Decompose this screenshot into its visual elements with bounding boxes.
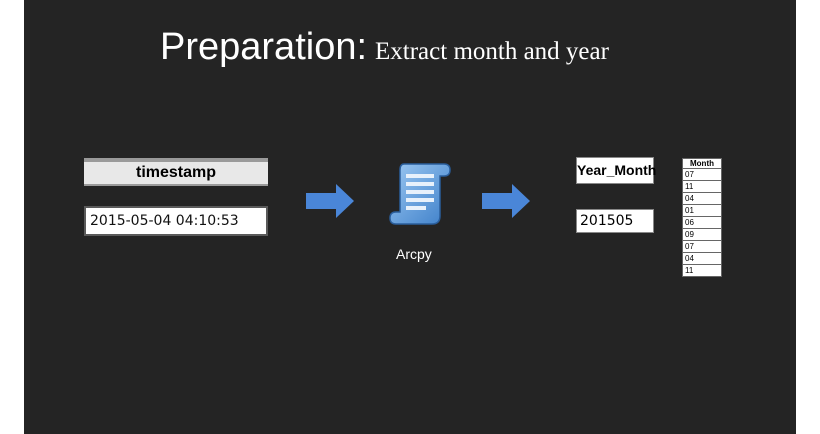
table-row: 09: [682, 228, 722, 241]
month-cell: 11: [682, 180, 722, 193]
title-subtitle: Extract month and year: [375, 38, 609, 65]
timestamp-value-field: 2015-05-04 04:10:53: [84, 206, 268, 236]
table-row: 01: [682, 204, 722, 217]
month-column-header: Month: [682, 158, 722, 169]
year-month-header: Year_Month: [576, 157, 656, 184]
script-scroll-icon: [389, 163, 451, 225]
month-cell: 09: [682, 228, 722, 241]
table-row: 11: [682, 180, 722, 193]
month-cell: 11: [682, 264, 722, 277]
slide-canvas: Preparation: Extract month and year times…: [24, 0, 796, 434]
month-cell: 04: [682, 192, 722, 205]
arrow-right-icon-1: [306, 184, 354, 218]
slide-title: Preparation: Extract month and year: [160, 26, 609, 69]
month-cell: 06: [682, 216, 722, 229]
title-main: Preparation:: [160, 26, 368, 68]
table-row: 07: [682, 168, 722, 181]
table-row: 11: [682, 264, 722, 277]
month-cell: 01: [682, 204, 722, 217]
month-cell: 07: [682, 240, 722, 253]
table-row: 04: [682, 192, 722, 205]
arrow-right-icon-2: [482, 184, 530, 218]
month-cell: 04: [682, 252, 722, 265]
arcpy-label: Arcpy: [396, 246, 432, 262]
table-row: 06: [682, 216, 722, 229]
table-row: 07: [682, 240, 722, 253]
month-cell: 07: [682, 168, 722, 181]
timestamp-header: timestamp: [84, 158, 268, 186]
year-month-value-field: 201505: [576, 209, 654, 233]
table-row: 04: [682, 252, 722, 265]
month-table: Month 07 11 04 01 06 09 07 04 11: [682, 158, 722, 277]
